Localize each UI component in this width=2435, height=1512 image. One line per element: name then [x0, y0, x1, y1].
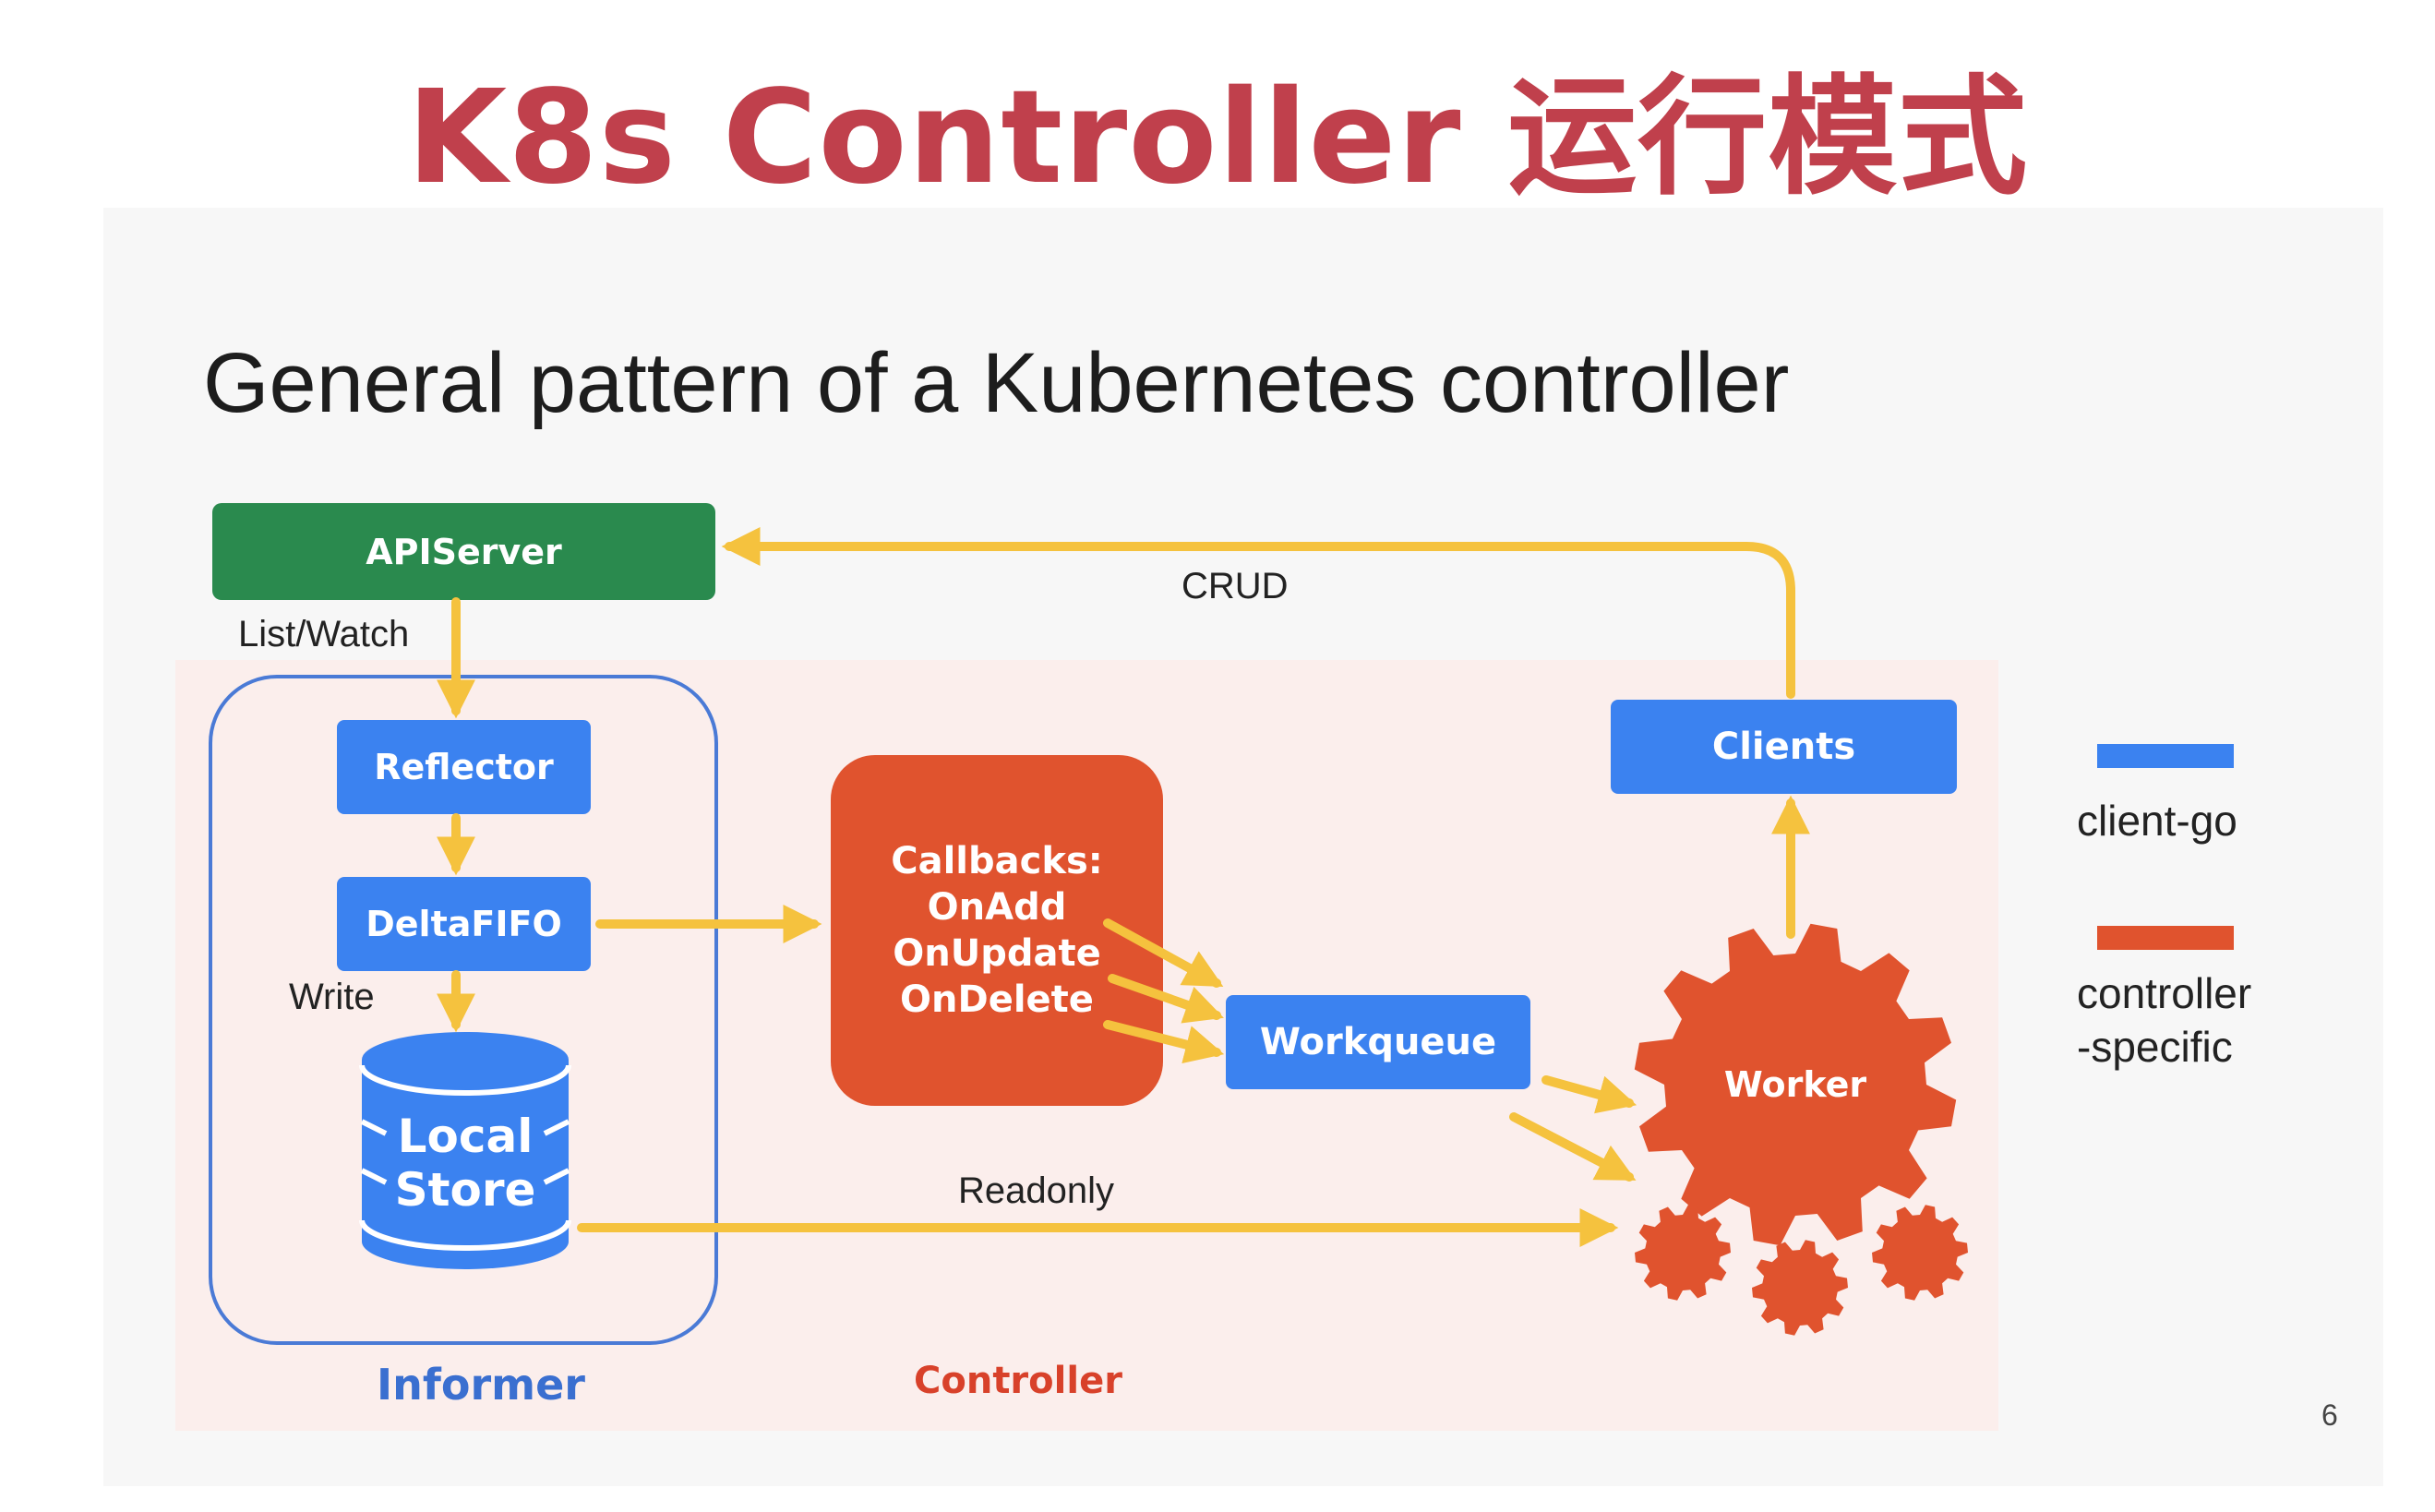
arrow-callback-3 [1103, 1020, 1225, 1064]
arrow-workqueue-worker-2 [1509, 1112, 1637, 1182]
deltafifo-label: DeltaFIFO [366, 904, 562, 944]
local-store-cylinder[interactable] [359, 1032, 571, 1269]
small-gear-1 [1635, 1205, 1731, 1301]
arrow-crud [721, 527, 1795, 699]
legend-swatch-controller-specific [2097, 926, 2234, 950]
small-gear-3 [1872, 1205, 1968, 1301]
legend-label-controller-specific: controller -specific [2077, 969, 2252, 1071]
small-gear-2 [1752, 1240, 1848, 1336]
arrow-callback-1 [1103, 918, 1224, 988]
apiserver-label: APIServer [366, 531, 562, 572]
crud-label: CRUD [1182, 566, 1289, 606]
worker-label: Worker [1723, 1064, 1867, 1105]
callbacks-box[interactable] [831, 755, 1163, 1106]
reflector-label: Reflector [374, 747, 554, 787]
local-store-label: Local Store [394, 1110, 536, 1217]
controller-label: Controller [914, 1360, 1122, 1402]
slide-number: 6 [2321, 1398, 2338, 1432]
informer-boundary [209, 675, 718, 1345]
informer-label: Informer [377, 1360, 585, 1410]
worker-gear[interactable] [1634, 923, 1957, 1246]
legend-swatch-client-go [2097, 744, 2234, 768]
readonly-label: Readonly [958, 1170, 1115, 1211]
reflector-box[interactable] [337, 720, 591, 814]
legend-label-client-go: client-go [2077, 797, 2237, 845]
workqueue-box[interactable] [1226, 995, 1530, 1089]
clients-label: Clients [1711, 726, 1856, 768]
clients-box[interactable] [1611, 700, 1957, 794]
arrow-callback-2 [1108, 974, 1224, 1024]
deltafifo-box[interactable] [337, 877, 591, 971]
list-watch-label: List/Watch [238, 614, 410, 654]
write-label: Write [289, 977, 375, 1017]
workqueue-label: Workqueue [1259, 1021, 1497, 1063]
arrow-workqueue-worker-1 [1541, 1075, 1637, 1114]
slide-heading: General pattern of a Kubernetes controll… [203, 336, 1790, 430]
apiserver-box[interactable] [212, 503, 715, 600]
callbacks-label: Callbacks: OnAdd OnUpdate OnDelete [891, 840, 1103, 1021]
page-title: K8s Controller 运行模式 [406, 63, 2029, 213]
